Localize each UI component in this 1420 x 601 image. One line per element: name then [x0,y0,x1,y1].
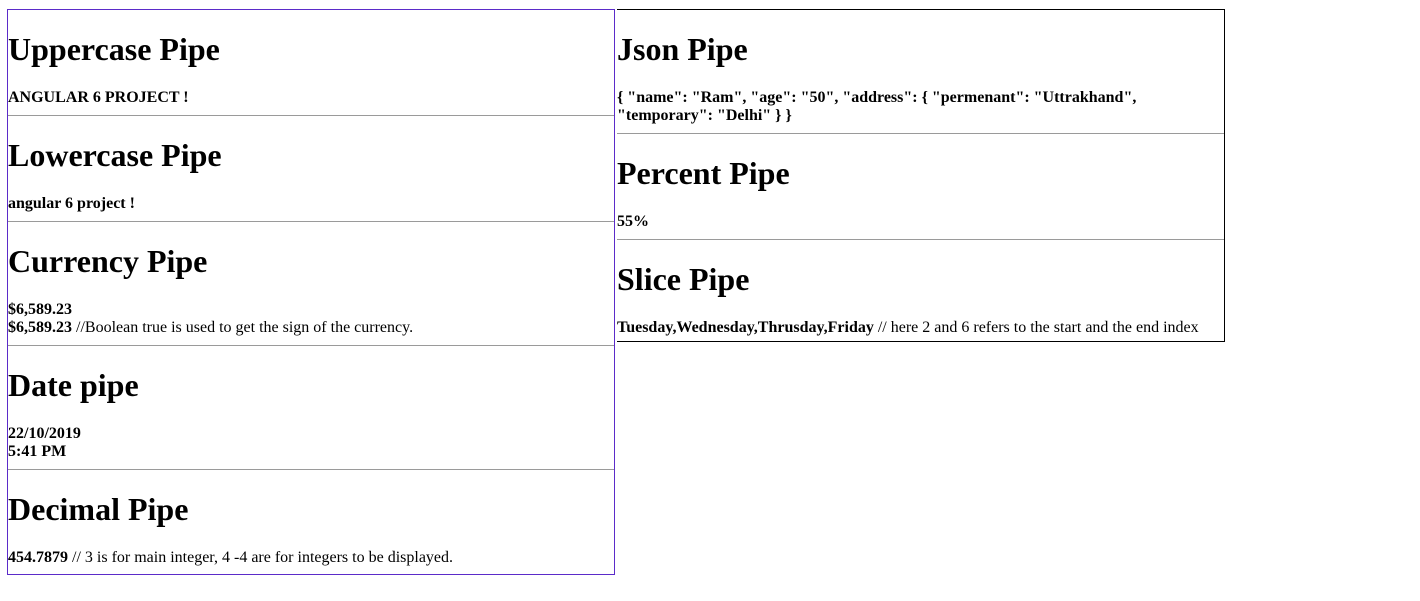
json-pipe-section: Json Pipe { "name": "Ram", "age": "50", … [617,31,1224,134]
date-pipe-time-output: 5:41 PM [8,443,67,460]
percent-pipe-output: 55% [617,213,649,230]
decimal-pipe-heading: Decimal Pipe [8,491,189,527]
slice-pipe-section: Slice Pipe Tuesday,Wednesday,Thrusday,Fr… [617,261,1224,345]
uppercase-pipe-output: ANGULAR 6 PROJECT ! [8,89,189,106]
lowercase-pipe-heading: Lowercase Pipe [8,137,222,173]
currency-pipe-output: $6,589.23 [8,301,72,318]
date-pipe-date-output: 22/10/2019 [8,425,81,442]
decimal-pipe-output: 454.7879 [8,549,68,566]
slice-pipe-heading: Slice Pipe [617,261,750,297]
slice-pipe-comment: // here 2 and 6 refers to the start and … [873,319,1199,336]
currency-pipe-output-with-symbol: $6,589.23 [8,319,72,336]
percent-pipe-section: Percent Pipe 55% [617,155,1224,240]
date-pipe-heading: Date pipe [8,367,139,403]
right-pipes-panel: Json Pipe { "name": "Ram", "age": "50", … [617,9,1225,342]
uppercase-pipe-section: Uppercase Pipe ANGULAR 6 PROJECT ! [8,31,614,116]
decimal-pipe-section: Decimal Pipe 454.7879 // 3 is for main i… [8,491,614,567]
left-pipes-panel: Uppercase Pipe ANGULAR 6 PROJECT ! Lower… [7,9,615,575]
json-pipe-output: { "name": "Ram", "age": "50", "address":… [617,89,1137,124]
decimal-pipe-comment: // 3 is for main integer, 4 -4 are for i… [68,549,454,566]
lowercase-pipe-output: angular 6 project ! [8,195,135,212]
currency-pipe-section: Currency Pipe $6,589.23 $6,589.23 //Bool… [8,243,614,346]
currency-pipe-heading: Currency Pipe [8,243,208,279]
uppercase-pipe-heading: Uppercase Pipe [8,31,220,67]
json-pipe-heading: Json Pipe [617,31,748,67]
date-pipe-section: Date pipe 22/10/2019 5:41 PM [8,367,614,470]
lowercase-pipe-section: Lowercase Pipe angular 6 project ! [8,137,614,222]
slice-pipe-output: Tuesday,Wednesday,Thrusday,Friday [617,319,874,336]
currency-pipe-comment: //Boolean true is used to get the sign o… [72,319,414,336]
percent-pipe-heading: Percent Pipe [617,155,790,191]
